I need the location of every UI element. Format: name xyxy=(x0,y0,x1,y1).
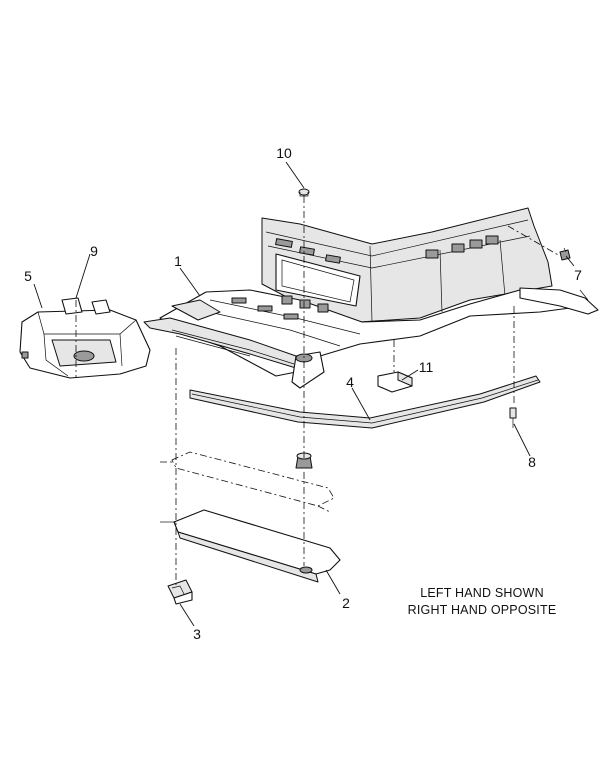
callout-2: 2 xyxy=(342,595,350,611)
callout-4: 4 xyxy=(346,374,354,390)
part-11-clip xyxy=(377,371,413,393)
callout-7: 7 xyxy=(574,267,582,283)
note-line-2: RIGHT HAND OPPOSITE xyxy=(407,603,557,617)
callout-3: 3 xyxy=(193,626,201,642)
callout-labels: 10 1 9 5 7 4 11 8 2 3 xyxy=(24,145,582,642)
callout-5: 5 xyxy=(24,268,32,284)
orientation-note: LEFT HAND SHOWN RIGHT HAND OPPOSITE xyxy=(392,585,572,619)
part-8-pin xyxy=(509,407,517,428)
callout-8: 8 xyxy=(528,454,536,470)
callout-1: 1 xyxy=(174,253,182,269)
part-5-storage-box xyxy=(19,297,151,379)
note-line-1: LEFT HAND SHOWN xyxy=(420,586,544,600)
callout-10: 10 xyxy=(276,145,292,161)
leader-lines xyxy=(33,161,575,627)
part-3-bracket xyxy=(167,579,193,605)
part-4-trim-strip xyxy=(189,375,541,429)
part-1-trim-panel xyxy=(143,207,599,389)
part-10-fastener xyxy=(298,188,310,197)
part-7-screw xyxy=(559,247,571,261)
part-2-cover xyxy=(160,509,341,583)
callout-9: 9 xyxy=(90,243,98,259)
callout-11: 11 xyxy=(419,359,434,375)
part-2-cover-phantom xyxy=(160,451,335,513)
assembly-centerlines xyxy=(75,196,561,588)
